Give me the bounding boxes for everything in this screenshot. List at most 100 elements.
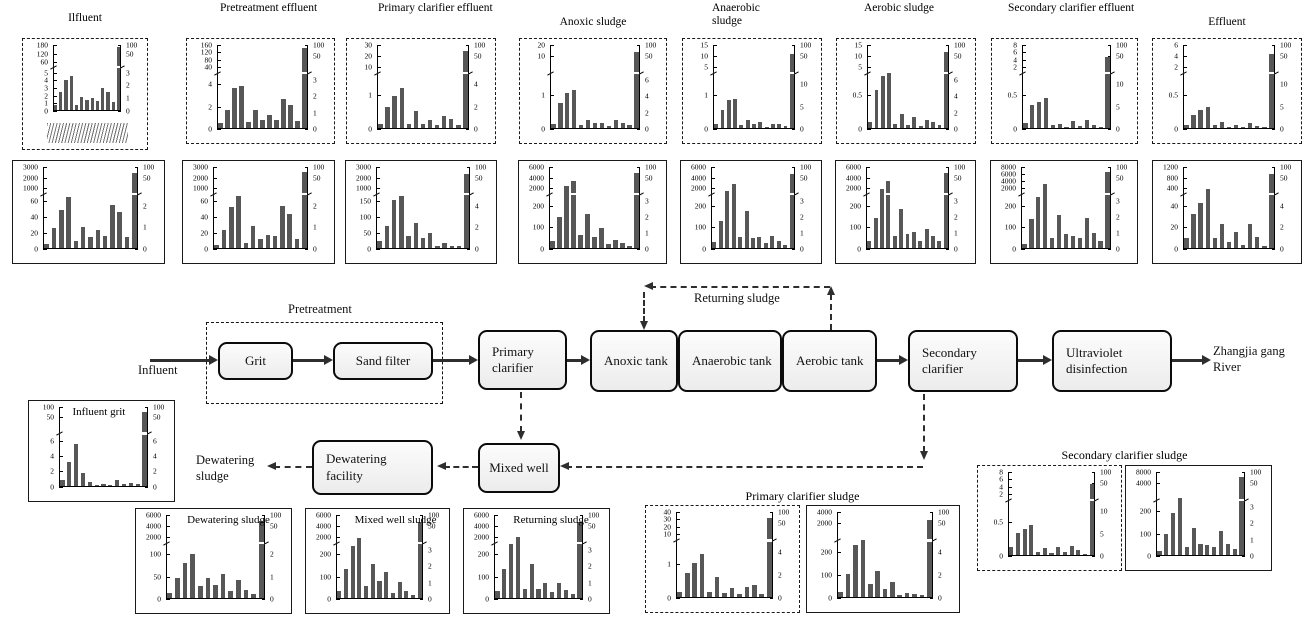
y-axis-left <box>1021 167 1023 249</box>
chart-bar <box>1029 219 1034 248</box>
chart-bar <box>868 122 873 128</box>
chart-bar <box>85 100 89 110</box>
x-axis-baseline <box>376 247 470 249</box>
chart-bar <box>1098 127 1103 128</box>
axis-tick <box>494 515 498 516</box>
axis-tick <box>494 554 498 556</box>
chart-bar <box>225 109 230 128</box>
axis-tick-label: 1 <box>313 107 317 117</box>
chart-bar <box>406 235 411 248</box>
chart-bar <box>899 113 904 128</box>
axis-tick-label: 1 <box>143 222 147 232</box>
axis-tick-label: 1 <box>645 228 649 238</box>
axis-tick-label: 2 <box>270 549 274 559</box>
axis-tick-label: 50 <box>1100 478 1108 488</box>
chart-bar <box>64 80 68 110</box>
chart-bar <box>404 591 409 598</box>
chart-bar <box>599 227 604 248</box>
axis-tick <box>213 167 217 168</box>
axis-tick <box>549 167 553 168</box>
chart-bar <box>385 107 390 128</box>
axis-tick-label: 2 <box>50 466 54 476</box>
axis-tick-label: 0 <box>208 124 212 134</box>
chart-bar <box>1056 547 1061 555</box>
chart-bar <box>890 581 895 597</box>
chart-bar <box>1205 544 1210 555</box>
chart-bar <box>80 473 86 486</box>
axis-tick <box>213 217 217 219</box>
y-axis-right <box>948 45 950 129</box>
chart-bar <box>281 99 286 128</box>
axis-tick-label: 10 <box>1116 79 1124 89</box>
chart-bar <box>74 104 79 110</box>
axis-tick <box>465 129 469 130</box>
y-axis-left <box>866 167 868 249</box>
chart-bar <box>294 238 300 248</box>
axis-tick <box>1091 472 1095 473</box>
axis-tick-label: 50 <box>313 51 321 61</box>
y-axis-left <box>711 167 713 249</box>
axis-tick-label: 100 <box>313 162 325 172</box>
chart-bar <box>265 234 271 248</box>
axis-tick-label: 0 <box>368 124 372 134</box>
axis-tick <box>43 217 47 219</box>
axis-tick-label: 100 <box>42 402 54 412</box>
chart-bar <box>502 568 507 598</box>
axis-tick-label: 4 <box>50 451 54 461</box>
chart-bar <box>258 238 263 248</box>
axis-tick <box>53 45 57 46</box>
chart-bar <box>1049 553 1054 555</box>
chart-bar <box>399 87 404 128</box>
chart-bar <box>1071 121 1076 128</box>
axis-tick-label: 4000 <box>316 521 331 531</box>
chart-bar <box>69 75 73 110</box>
axis-tick <box>579 599 583 600</box>
axis-tick-label: 1 <box>541 90 545 100</box>
chart-bar <box>1255 236 1260 248</box>
axis-tick <box>711 227 715 229</box>
axis-tick-label: 3 <box>588 545 592 555</box>
axis-tick <box>53 95 57 97</box>
chart-bar <box>420 238 426 248</box>
chart-bar <box>272 235 278 248</box>
axis-tick <box>494 525 498 527</box>
axis-tick-label: 60 <box>40 57 49 67</box>
chart-bar <box>250 225 256 248</box>
chart-bar <box>515 536 521 598</box>
axis-tick-label: 8000 <box>1001 162 1016 172</box>
axis-tick <box>213 188 217 190</box>
axis-tick-label: 0 <box>800 124 804 134</box>
axis-tick-label: 0 <box>1012 244 1016 254</box>
axis-tick-label: 0.5 <box>1168 90 1178 100</box>
axis-tick-label: 50 <box>153 412 161 422</box>
axis-tick <box>336 515 340 516</box>
axis-tick <box>867 55 871 57</box>
axis-tick-label: 100 <box>1004 222 1016 232</box>
axis-tick <box>549 177 553 179</box>
axis-tick-label: 1 <box>368 90 372 100</box>
chart-bar <box>60 479 65 486</box>
chart-bar <box>931 235 935 248</box>
chart-bar <box>399 195 404 248</box>
axis-tick <box>217 106 221 108</box>
axis-tick-label: 5 <box>44 67 48 77</box>
y-axis-right <box>1110 45 1112 129</box>
axis-tick-label: 0 <box>1280 244 1284 254</box>
axis-tick-label: 1 <box>667 558 671 568</box>
axis-tick <box>43 233 47 235</box>
axis-tick <box>676 534 680 536</box>
chart-bar <box>634 172 639 248</box>
axis-tick-label: 50 <box>126 48 134 58</box>
chart-bar <box>536 588 541 598</box>
axis-tick-label: 4 <box>474 79 478 89</box>
y-axis-left <box>43 167 45 249</box>
chart-bar <box>613 239 618 248</box>
axis-tick-label: 1 <box>800 228 804 238</box>
axis-tick-label: 3 <box>126 67 130 77</box>
